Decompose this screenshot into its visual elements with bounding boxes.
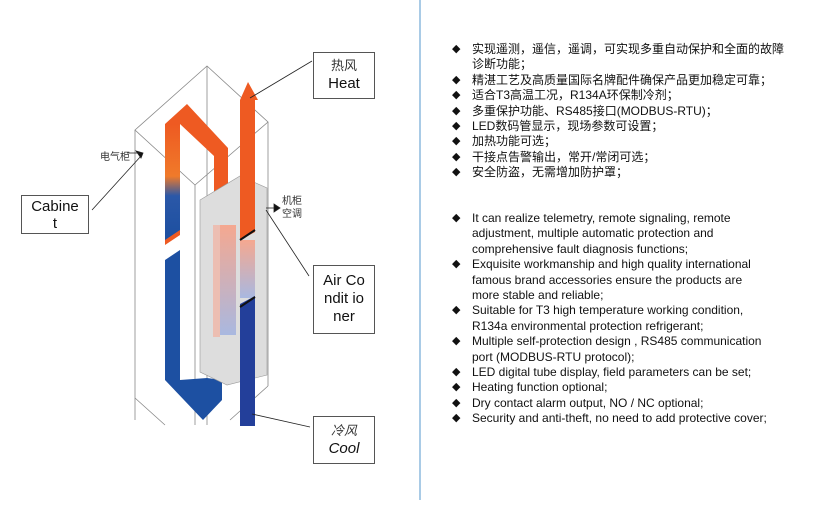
features-cn-list: 实现遥测，遥信，遥调，可实现多重自动保护和全面的故障诊断功能； 精湛工艺及高质量…	[452, 42, 792, 181]
ac-cn-label: 机柜空调	[282, 196, 302, 220]
features-en-list: It can realize telemetry, remote signali…	[452, 211, 772, 427]
cabinet-airflow-illustration	[91, 60, 313, 428]
airflow-diagram: 电气柜 机柜空调 热风 Heat Cabine t Air Condit ion…	[0, 0, 420, 500]
air-conditioner-label-box: Air Condit ioner	[313, 265, 375, 334]
feature-en-item: LED digital tube display, field paramete…	[452, 365, 772, 381]
feature-cn-item: 干接点告警输出，常开/常闭可选；	[452, 150, 792, 166]
feature-en-item: Exquisite workmanship and high quality i…	[452, 257, 772, 303]
heat-label-box: 热风 Heat	[313, 52, 375, 99]
feature-en-item: Heating function optional;	[452, 380, 772, 396]
feature-en-item: Security and anti-theft, no need to add …	[452, 411, 772, 427]
cabinet-cn-label: 电气柜	[100, 152, 130, 163]
feature-cn-item: LED数码管显示，现场参数可设置；	[452, 119, 792, 135]
feature-cn-item: 加热功能可选；	[452, 134, 792, 150]
feature-en-item: It can realize telemetry, remote signali…	[452, 211, 772, 257]
feature-en-item: Suitable for T3 high temperature working…	[452, 303, 772, 334]
feature-en-item: Dry contact alarm output, NO / NC option…	[452, 396, 772, 412]
air-conditioner-unit	[199, 175, 268, 386]
feature-cn-item: 安全防盗，无需增加防护罩；	[452, 165, 792, 181]
cabinet-label-box: Cabine t	[21, 195, 89, 234]
feature-cn-item: 多重保护功能、RS485接口(MODBUS-RTU)；	[452, 104, 792, 120]
cool-label-box: 冷风 Cool	[313, 416, 375, 464]
heat-cn: 热风	[330, 59, 357, 74]
cool-en: Cool	[328, 440, 360, 457]
feature-cn-item: 适合T3高温工况，R134A环保制冷剂；	[452, 88, 792, 104]
heat-en: Heat	[328, 75, 360, 92]
feature-en-item: Multiple self-protection design , RS485 …	[452, 334, 772, 365]
feature-cn-item: 精湛工艺及高质量国际名牌配件确保产品更加稳定可靠；	[452, 73, 792, 89]
column-divider	[419, 0, 421, 500]
feature-cn-item: 实现遥测，遥信，遥调，可实现多重自动保护和全面的故障诊断功能；	[452, 42, 792, 73]
cool-cn: 冷风	[330, 424, 357, 439]
